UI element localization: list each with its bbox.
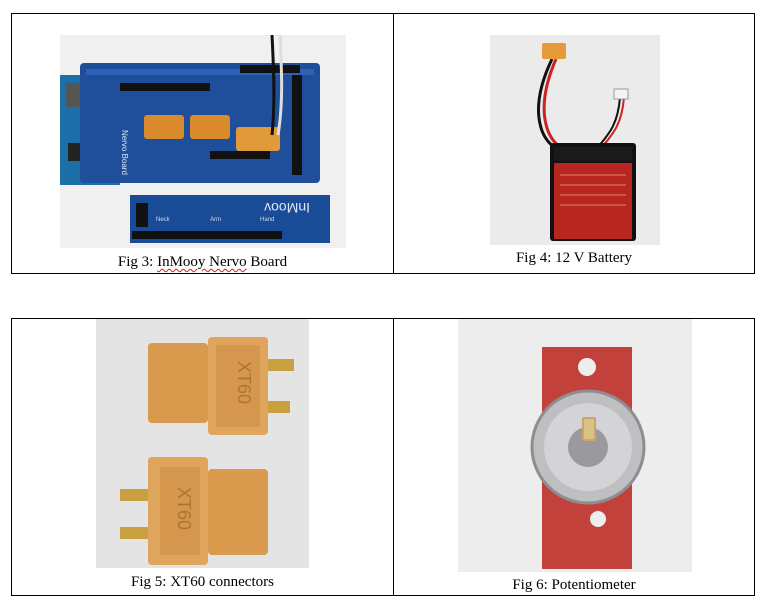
fig5-image: XT60 XT60 — [96, 319, 309, 568]
board-small-left-text: Neck — [156, 217, 171, 223]
fig6-cell: Fig 6: Potentiometer — [393, 318, 755, 596]
board-small-right-text: Hand — [260, 217, 274, 223]
fig5-caption: Fig 5: XT60 connectors — [131, 574, 274, 590]
fig3-caption-suffix: Board — [246, 254, 288, 270]
fig4-caption: Fig 4: 12 V Battery — [515, 250, 633, 266]
fig3-caption: Fig 3: InMooy Nervo Board — [12, 254, 393, 271]
fig3-caption-flagged: InMooy Nervo — [157, 254, 247, 270]
fig3-caption-prefix: Fig 3: — [117, 254, 158, 270]
fig5-cell: XT60 XT60 Fig 5: XT60 connectors — [11, 318, 394, 596]
board-vertical-text: Nervo Board — [120, 130, 129, 175]
xt60-top-text: XT60 — [234, 361, 254, 404]
fig6-caption: Fig 6: Potentiometer — [512, 577, 636, 593]
fig6-image — [458, 319, 692, 572]
fig4-image — [490, 35, 660, 245]
fig3-image: Nervo Board InMoov Neck Hand Arm — [60, 35, 346, 248]
board-logo-text: InMoov — [264, 200, 310, 216]
figures-table-bottom: XT60 XT60 Fig 5: XT60 connectors — [11, 318, 755, 596]
fig4-cell: Fig 4: 12 V Battery — [393, 13, 755, 274]
board-small-arm-text: Arm — [210, 217, 221, 223]
fig3-cell: Nervo Board InMoov Neck Hand Arm Fig 3: … — [11, 13, 394, 274]
figures-table-top: Nervo Board InMoov Neck Hand Arm Fig 3: … — [11, 13, 755, 274]
xt60-bottom-text: XT60 — [174, 487, 194, 530]
